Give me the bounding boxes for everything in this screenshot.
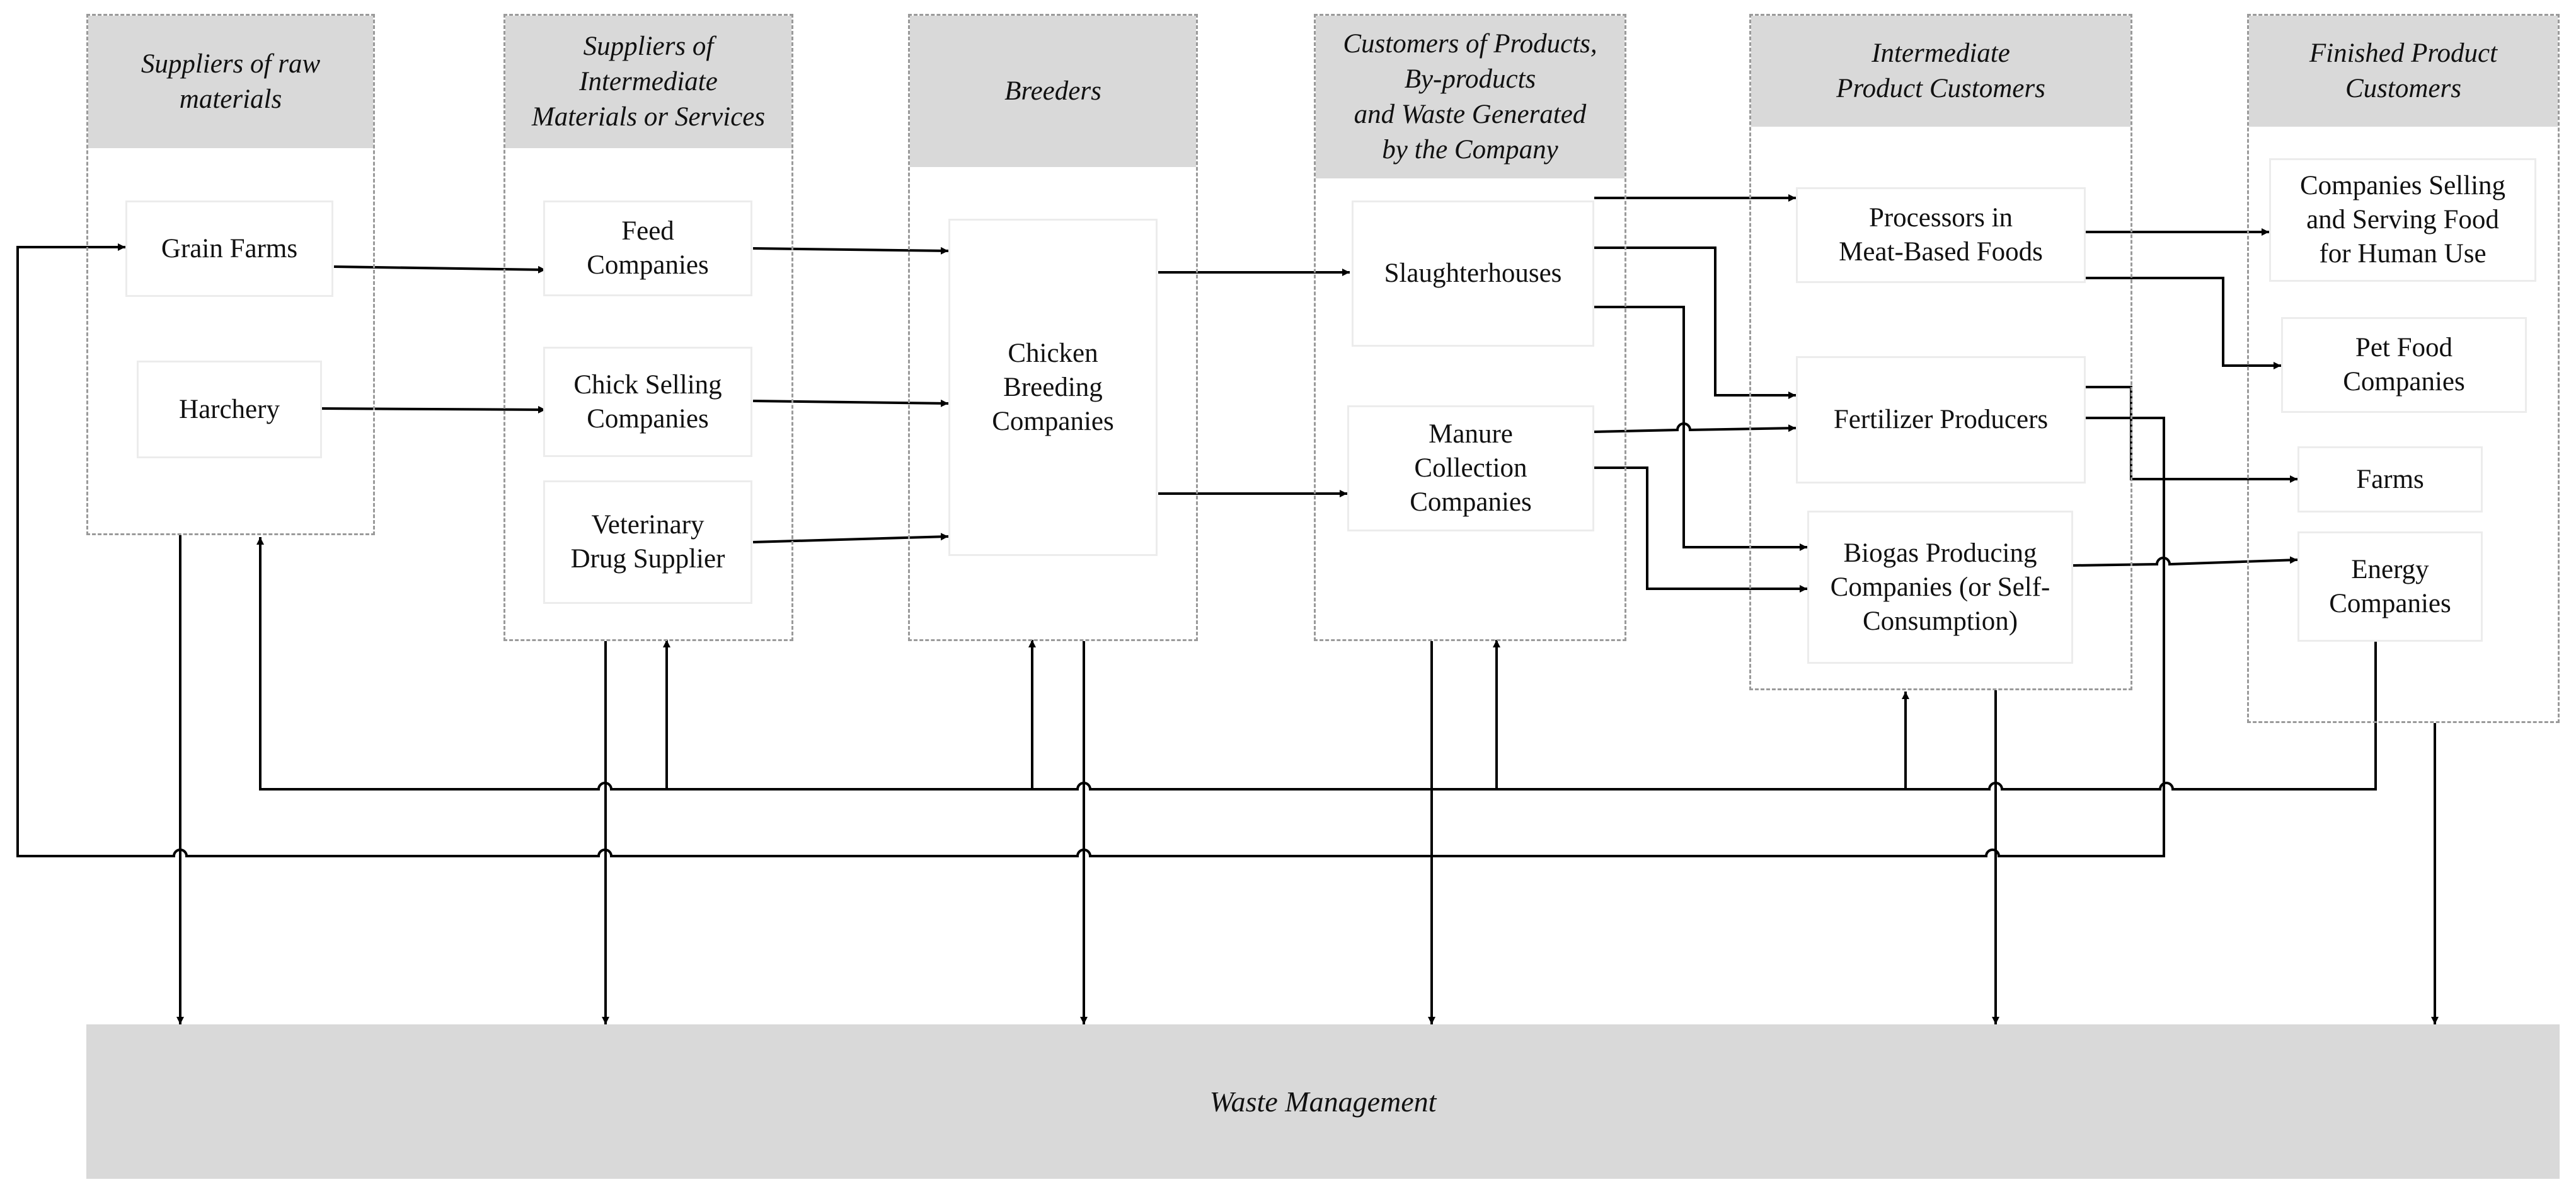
header-intermediate-suppliers: Suppliers of Intermediate Materials or S…: [505, 16, 791, 148]
node-feed-companies: Feed Companies: [543, 200, 752, 296]
column-breeders: [908, 14, 1198, 641]
loop-fertilizer-to-grain: [16, 243, 2165, 857]
node-grain-farms: Grain Farms: [125, 200, 333, 297]
column-customers: [1314, 14, 1626, 641]
node-chick-selling-companies: Chick Selling Companies: [543, 347, 752, 457]
node-processors-meat-based-foods: Processors in Meat-Based Foods: [1796, 187, 2086, 283]
arrow-chick-to-breeding: [752, 399, 949, 407]
node-slaughterhouses: Slaughterhouses: [1352, 200, 1594, 347]
node-food-selling-companies: Companies Selling and Serving Food for H…: [2269, 158, 2536, 282]
return-line-upper: [256, 537, 2377, 791]
header-breeders: Breeders: [910, 16, 1196, 167]
header-raw-materials: Suppliers of raw materials: [88, 16, 373, 148]
node-harchery: Harchery: [137, 361, 322, 458]
node-pet-food-companies: Pet Food Companies: [2281, 317, 2527, 413]
arrow-harchery-to-chick: [321, 405, 546, 414]
arrow-vet-to-breeding: [752, 533, 949, 543]
arrow-slaughter-to-biogas: [1594, 306, 1807, 551]
waste-management-bar: Waste Management: [86, 1024, 2560, 1179]
node-veterinary-drug-supplier: Veterinary Drug Supplier: [543, 480, 752, 604]
column-finished-customers: [2247, 14, 2560, 723]
waste-management-label: Waste Management: [1209, 1086, 1437, 1118]
node-energy-companies: Energy Companies: [2297, 531, 2483, 642]
node-biogas-producing-companies: Biogas Producing Companies (or Self- Con…: [1807, 511, 2073, 664]
arrow-feed-to-breeding: [752, 246, 949, 255]
arrow-processors-to-pet: [2086, 277, 2281, 369]
header-finished-customers: Finished Product Customers: [2249, 16, 2558, 127]
column-intermediate-customers: [1749, 14, 2132, 690]
arrow-grain-to-feed: [333, 265, 546, 274]
column-raw-materials: [86, 14, 375, 535]
header-customers: Customers of Products, By-products and W…: [1316, 16, 1624, 178]
node-farms: Farms: [2297, 446, 2483, 513]
node-manure-collection-companies: Manure Collection Companies: [1347, 405, 1594, 531]
arrow-manure-to-biogas: [1594, 466, 1807, 593]
node-chicken-breeding-companies: Chicken Breeding Companies: [948, 219, 1158, 556]
arrow-manure-to-fertilizer: [1594, 422, 1797, 433]
node-fertilizer-producers: Fertilizer Producers: [1796, 356, 2086, 484]
header-intermediate-customers: Intermediate Product Customers: [1751, 16, 2130, 127]
column-intermediate-suppliers: [503, 14, 793, 641]
arrow-slaughter-to-fertilizer: [1594, 246, 1796, 399]
